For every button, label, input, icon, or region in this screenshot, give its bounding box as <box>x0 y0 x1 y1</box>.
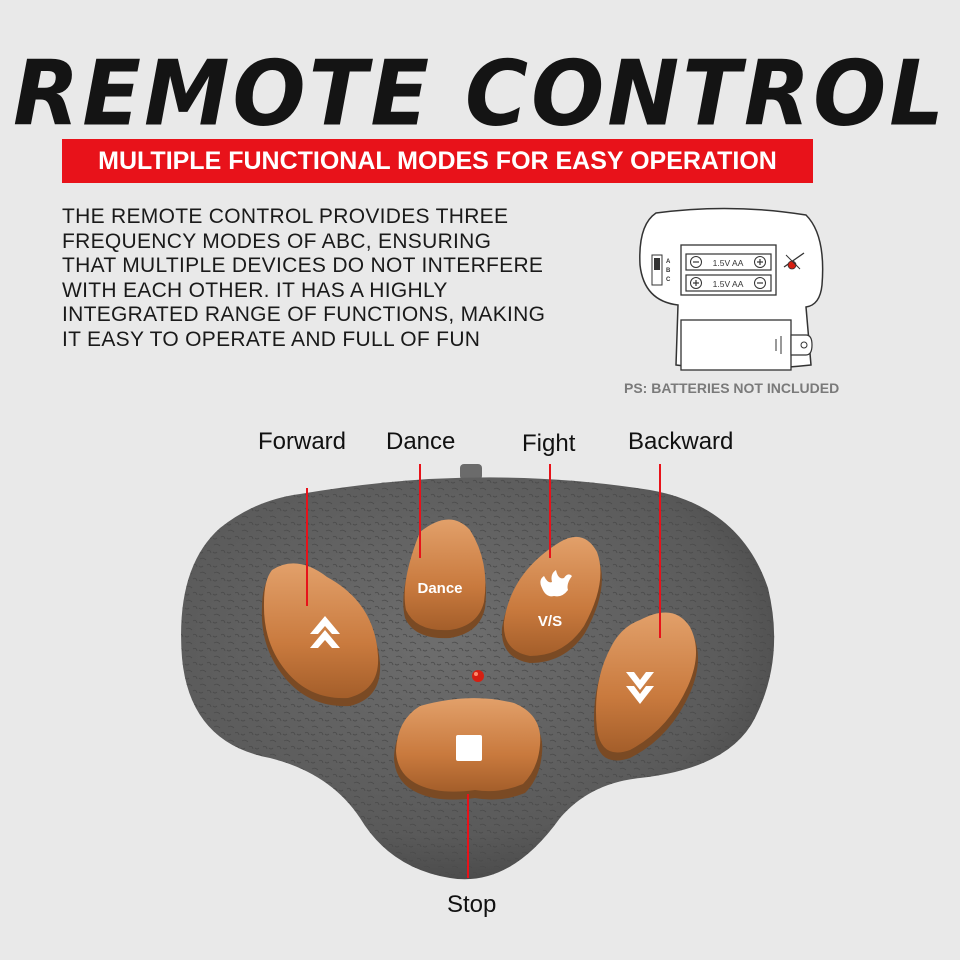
double-chevron-up-icon <box>310 616 340 648</box>
callout-fight: Fight <box>522 430 576 457</box>
battery-compartment-diagram: 1.5V AA 1.5V AA A B C <box>639 207 824 371</box>
battery-label: 1.5V AA <box>713 258 744 268</box>
battery-label: 1.5V AA <box>713 279 744 289</box>
battery-cell <box>685 253 772 271</box>
callout-forward: Forward <box>258 428 347 455</box>
switch-label-a: A <box>666 259 671 265</box>
stop-button[interactable] <box>394 698 543 800</box>
fight-button[interactable]: V/S <box>501 536 602 663</box>
backward-button[interactable] <box>594 612 699 761</box>
fight-button-label: V/S <box>538 613 562 630</box>
double-chevron-down-icon <box>626 672 654 704</box>
description-line: WITH EACH OTHER. IT HAS A HIGHLY <box>62 278 448 302</box>
description: THE REMOTE CONTROL PROVIDES THREE FREQUE… <box>62 205 622 353</box>
description-line: FREQUENCY MODES OF ABC, ENSURING <box>62 229 492 253</box>
callout-backward: Backward <box>628 428 734 455</box>
description-line: THAT MULTIPLE DEVICES DO NOT INTERFERE <box>62 254 544 278</box>
callout-lines <box>306 464 661 878</box>
description-line: INTEGRATED RANGE OF FUNCTIONS, MAKING <box>62 303 546 327</box>
dance-button-label: Dance <box>417 580 462 597</box>
square-stop-icon <box>456 735 482 761</box>
fight-splash-icon <box>540 570 572 597</box>
callout-dance: Dance <box>386 428 456 455</box>
description-line: IT EASY TO OPERATE AND FULL OF FUN <box>62 327 481 351</box>
battery-note: PS: BATTERIES NOT INCLUDED <box>624 380 840 396</box>
forward-button[interactable] <box>261 563 381 707</box>
battery-cover <box>680 319 792 371</box>
status-led <box>472 670 484 682</box>
page-title: REMOTE CONTROL <box>13 41 947 147</box>
description-line: THE REMOTE CONTROL PROVIDES THREE <box>62 205 509 228</box>
dance-button[interactable]: Dance <box>403 519 486 639</box>
callout-stop: Stop <box>447 891 497 918</box>
remote-control: Dance V/S <box>181 464 775 880</box>
subtitle-banner: MULTIPLE FUNCTIONAL MODES FOR EASY OPERA… <box>62 139 813 183</box>
battery-cell <box>685 274 772 292</box>
switch-label-b: B <box>666 268 671 274</box>
screwdriver-icon <box>783 252 805 270</box>
switch-label-c: C <box>666 277 671 283</box>
